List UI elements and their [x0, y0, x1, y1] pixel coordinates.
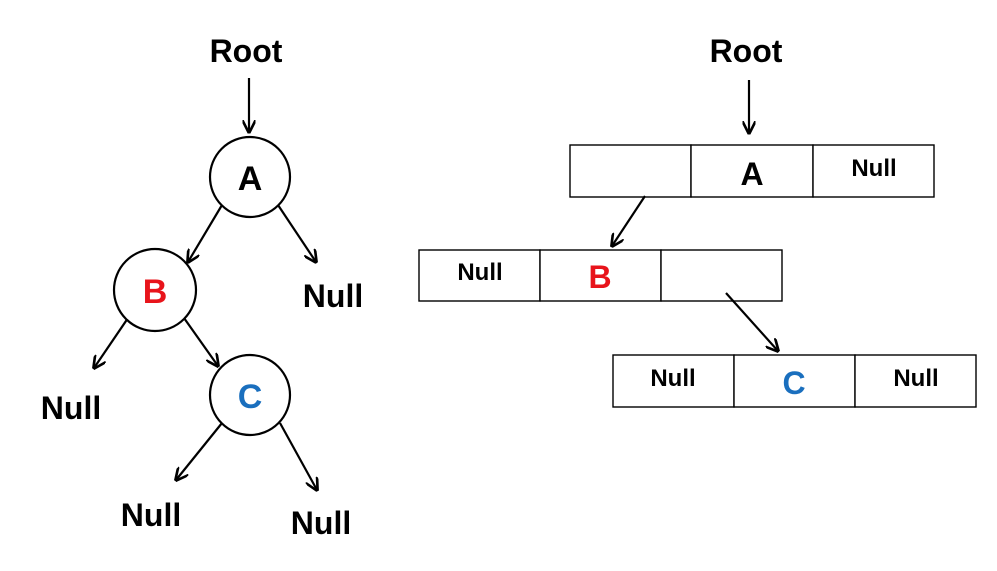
c-to-left-null-arrow [176, 422, 223, 480]
c-to-right-null-arrow [279, 422, 317, 490]
linked-c-right-cell [854, 354, 977, 408]
linked-a-value: A [740, 156, 763, 192]
tree-node-b-label: B [143, 273, 168, 311]
linked-b-left-null: Null [457, 259, 502, 286]
tree-node-a-label: A [238, 160, 263, 198]
linked-a-to-b-arrow [612, 195, 646, 246]
tree-c-right-null: Null [291, 505, 351, 541]
linked-c-right-null: Null [893, 365, 938, 392]
b-to-c-arrow [183, 317, 218, 366]
linked-a-left-cell [569, 144, 692, 198]
linked-root-label: Root [710, 33, 783, 69]
linked-b-value: B [588, 259, 611, 295]
linked-view: Root A Null Null B Null C Null [418, 33, 977, 408]
tree-root-label: Root [210, 33, 283, 69]
b-to-null-arrow [94, 317, 129, 368]
linked-b-value-cell [539, 249, 662, 302]
tree-node-c-label: C [238, 378, 263, 416]
tree-a-right-null: Null [303, 278, 363, 314]
tree-node-c: C [208, 353, 292, 437]
linked-c-value-cell [733, 354, 856, 408]
a-to-null-arrow [277, 204, 316, 262]
linked-b-right-cell [660, 249, 783, 302]
tree-node-a: A [208, 135, 292, 219]
a-to-b-arrow [188, 204, 223, 262]
linked-node-c: Null C Null [612, 354, 977, 408]
linked-a-right-null: Null [851, 155, 896, 182]
linked-c-left-null: Null [650, 365, 695, 392]
linked-a-value-cell [690, 144, 814, 198]
tree-c-left-null: Null [121, 497, 181, 533]
tree-view: Root A B C Null Null Null Null [41, 33, 363, 541]
linked-node-b: Null B [418, 249, 783, 302]
linked-c-value: C [782, 365, 805, 401]
linked-b-to-c-arrow [725, 292, 778, 351]
linked-a-right-cell [812, 144, 935, 198]
tree-node-b: B [112, 247, 198, 333]
linked-node-a: A Null [569, 144, 935, 198]
tree-b-left-null: Null [41, 390, 101, 426]
